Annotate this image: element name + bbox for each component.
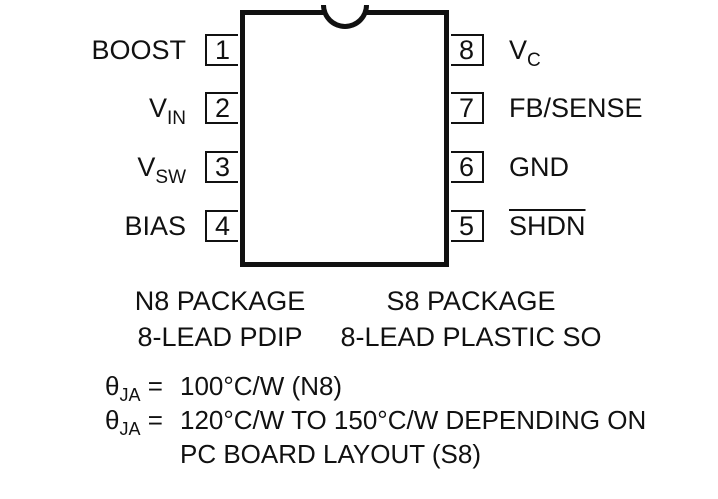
pin-1-label: BOOST <box>91 35 186 65</box>
theta-ja-label-1: θJA = <box>105 371 163 405</box>
pin-8-label: VC <box>509 35 541 71</box>
ic-package-body <box>240 10 449 267</box>
n8-package-type: 8-LEAD PDIP <box>137 322 303 352</box>
pin-4-label: BIAS <box>124 211 186 241</box>
pin-3-box: 3 <box>205 151 238 183</box>
theta-ja-value-s8: 120°C/W TO 150°C/W DEPENDING ON <box>180 405 647 435</box>
pin-2-label: VIN <box>148 93 186 129</box>
pin-5-box: 5 <box>451 210 484 242</box>
pin-6-label: GND <box>509 152 569 182</box>
pin-4-box: 4 <box>205 210 238 242</box>
pin-6-box: 6 <box>451 151 484 183</box>
pin-7-box: 7 <box>451 92 484 124</box>
s8-package-type: 8-LEAD PLASTIC SO <box>340 322 602 352</box>
pin-1-box: 1 <box>205 34 238 66</box>
pin-5-label: SHDN <box>509 211 586 241</box>
pin-8-box: 8 <box>451 34 484 66</box>
n8-package-caption: N8 PACKAGE 8-LEAD PDIP <box>110 283 330 355</box>
pin-2-box: 2 <box>205 92 238 124</box>
s8-package-caption: S8 PACKAGE 8-LEAD PLASTIC SO <box>335 283 607 355</box>
pin-3-label: VSW <box>137 152 186 188</box>
theta-ja-value-s8-cont: PC BOARD LAYOUT (S8) <box>180 439 481 469</box>
n8-package-name: N8 PACKAGE <box>134 286 306 316</box>
s8-package-name: S8 PACKAGE <box>386 286 556 316</box>
pin-7-label: FB/SENSE <box>509 93 643 123</box>
theta-ja-value-n8: 100°C/W (N8) <box>180 371 343 401</box>
theta-ja-label-2: θJA = <box>105 405 163 439</box>
